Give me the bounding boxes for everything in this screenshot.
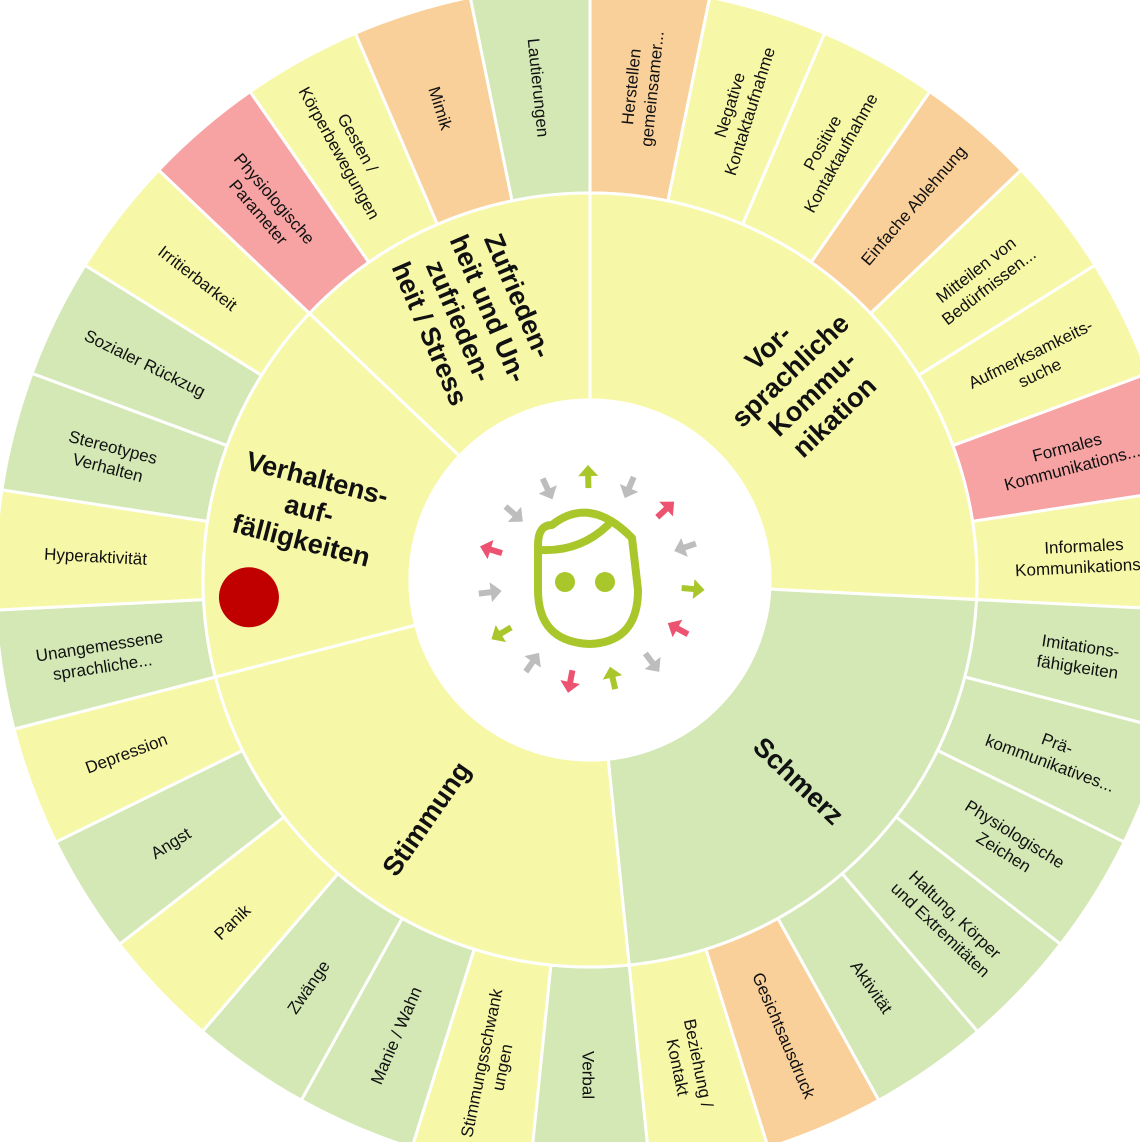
- arrow-icon: [655, 501, 675, 520]
- face-hair: [536, 521, 612, 555]
- face-with-arrows-icon: [478, 465, 705, 693]
- outer-segment-label-line: Verbal: [579, 1051, 598, 1099]
- arrow-icon: [642, 651, 661, 672]
- center-hub: [408, 398, 772, 762]
- arrow-icon: [538, 477, 557, 500]
- outer-segment-label: Verbal: [579, 1051, 598, 1099]
- arrow-icon: [478, 582, 502, 603]
- face-outline: [534, 508, 642, 648]
- arrow-icon: [491, 624, 513, 643]
- arrow-icon: [523, 652, 541, 674]
- arrow-icon: [560, 669, 580, 693]
- inner-ring: Vor-sprachlicheKommu-nikationSchmerzStim…: [201, 191, 979, 969]
- arrow-icon: [578, 465, 599, 489]
- face-eye-right: [595, 572, 615, 592]
- arrow-icon: [681, 579, 705, 600]
- arrow-icon: [602, 666, 623, 690]
- face-eye-left: [555, 572, 575, 592]
- arrow-icon: [619, 475, 639, 499]
- arrow-icon: [503, 504, 523, 522]
- outer-segment-label-line: Informales: [1044, 535, 1124, 558]
- arrow-icon: [667, 619, 690, 638]
- arrow-icon: [480, 540, 503, 560]
- selection-marker[interactable]: [218, 567, 279, 628]
- arrow-icon: [674, 537, 697, 557]
